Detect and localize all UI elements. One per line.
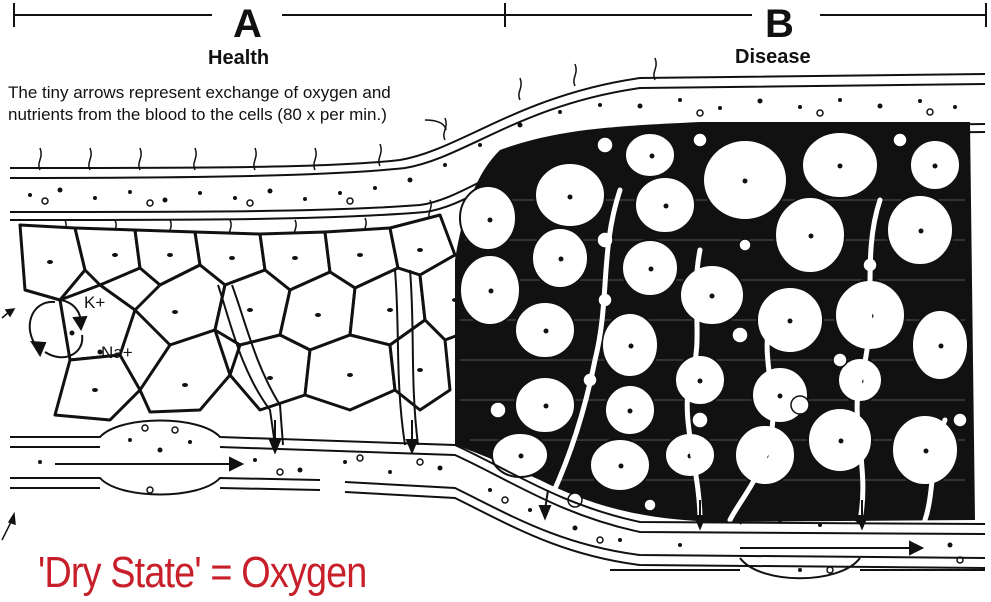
healthy-cells [20,215,490,420]
exchange-note: The tiny arrows represent exchange of ox… [8,82,391,126]
section-b-title: Disease [735,46,811,69]
ion-dot [70,331,75,336]
potassium-label: K+ [84,293,105,313]
exchange-note-line-1: The tiny arrows represent exchange of ox… [8,82,391,104]
section-a-title: Health [208,47,269,70]
section-rules [14,3,986,27]
note-pointer [425,120,446,130]
sodium-label: Na+ [101,343,133,363]
section-a-letter: A [233,2,262,47]
edge-arrows [2,309,15,540]
caption: 'Dry State' = Oxygen [38,548,367,598]
section-b-letter: B [765,2,794,47]
exchange-note-line-2: nutrients from the blood to the cells (8… [8,104,391,126]
